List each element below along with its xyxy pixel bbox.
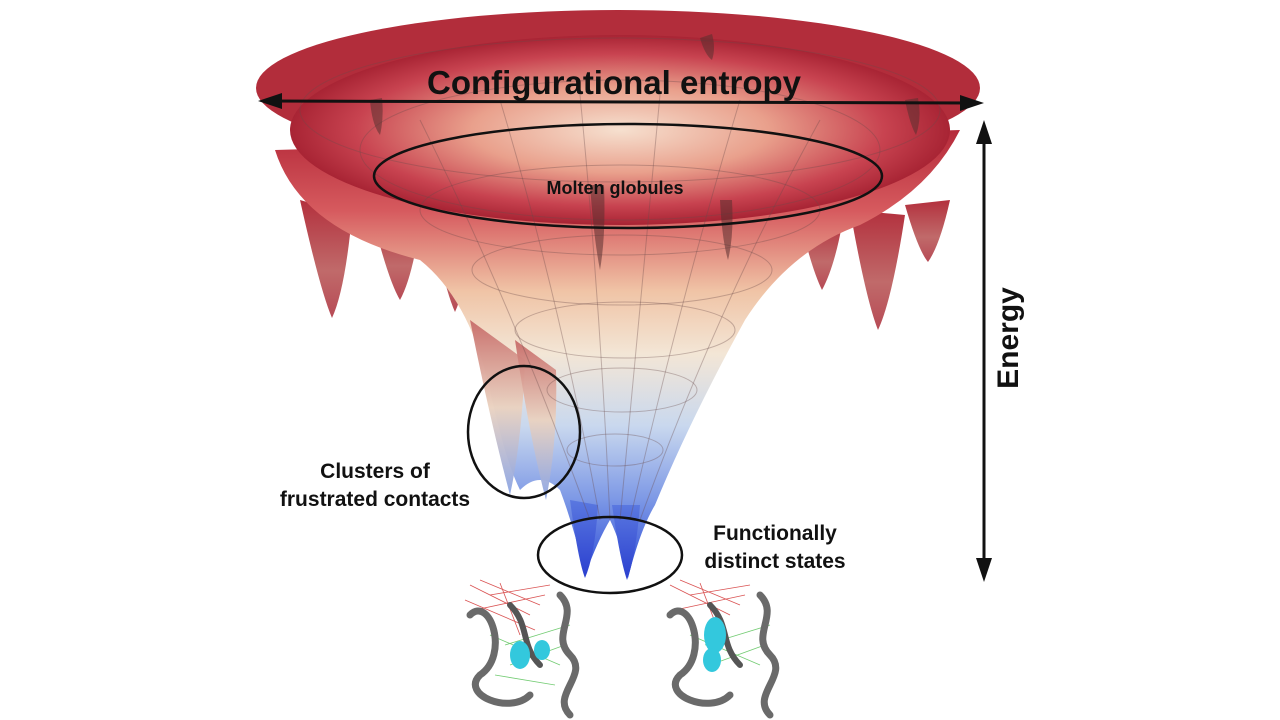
- valley-spike: [515, 340, 557, 500]
- crease: [720, 200, 733, 260]
- funnel-body: [275, 130, 960, 578]
- energy-arrowhead-bottom: [976, 558, 992, 582]
- grid-ring: [546, 367, 698, 413]
- clusters-ellipse: [466, 364, 582, 500]
- left-valleys: [470, 320, 557, 500]
- entropy-arrow: [258, 93, 984, 111]
- grid-ring: [359, 79, 881, 221]
- entropy-arrowhead-left: [258, 93, 282, 109]
- grid-ring: [514, 301, 736, 359]
- grid-ring: [471, 234, 773, 306]
- grid-ring: [566, 433, 664, 467]
- rim-spike: [905, 200, 950, 262]
- crease: [700, 34, 714, 60]
- rim-spike: [850, 210, 905, 330]
- rim-spike: [300, 200, 352, 318]
- functional-states-ellipse: [536, 515, 684, 595]
- entropy-label: Configurational entropy: [427, 64, 802, 101]
- tip-left: [570, 500, 598, 578]
- grid-meridian: [639, 119, 821, 521]
- grid-meridian: [499, 99, 601, 521]
- protein-structure-left: [464, 579, 580, 719]
- grid-meridian: [579, 94, 611, 521]
- energy-label: Energy: [992, 287, 1025, 389]
- crease: [905, 98, 920, 135]
- crease: [370, 98, 383, 135]
- surface-grid: [299, 37, 941, 521]
- entropy-arrowhead-right: [960, 95, 984, 111]
- clusters-label-line2: frustrated contacts: [280, 488, 470, 511]
- protein-structure-right: [666, 579, 780, 719]
- clusters-label-line1: Clusters of: [320, 460, 431, 483]
- surface-creases: [370, 34, 920, 270]
- functional-label-line2: distinct states: [704, 550, 845, 573]
- valley-spike: [470, 320, 525, 495]
- energy-arrowhead-top: [976, 120, 992, 144]
- molten-globules-label: Molten globules: [547, 178, 684, 198]
- functional-label-line1: Functionally: [713, 522, 837, 545]
- grid-ring: [299, 37, 941, 183]
- energy-arrow: [976, 120, 992, 582]
- grid-meridian: [419, 119, 591, 521]
- molten-globules-ellipse: [372, 122, 884, 230]
- entropy-arrow-line: [267, 99, 975, 105]
- grid-meridian: [629, 99, 741, 521]
- grid-meridian: [619, 94, 661, 521]
- tip-right: [612, 505, 640, 580]
- funnel-rim-inner: [290, 35, 950, 225]
